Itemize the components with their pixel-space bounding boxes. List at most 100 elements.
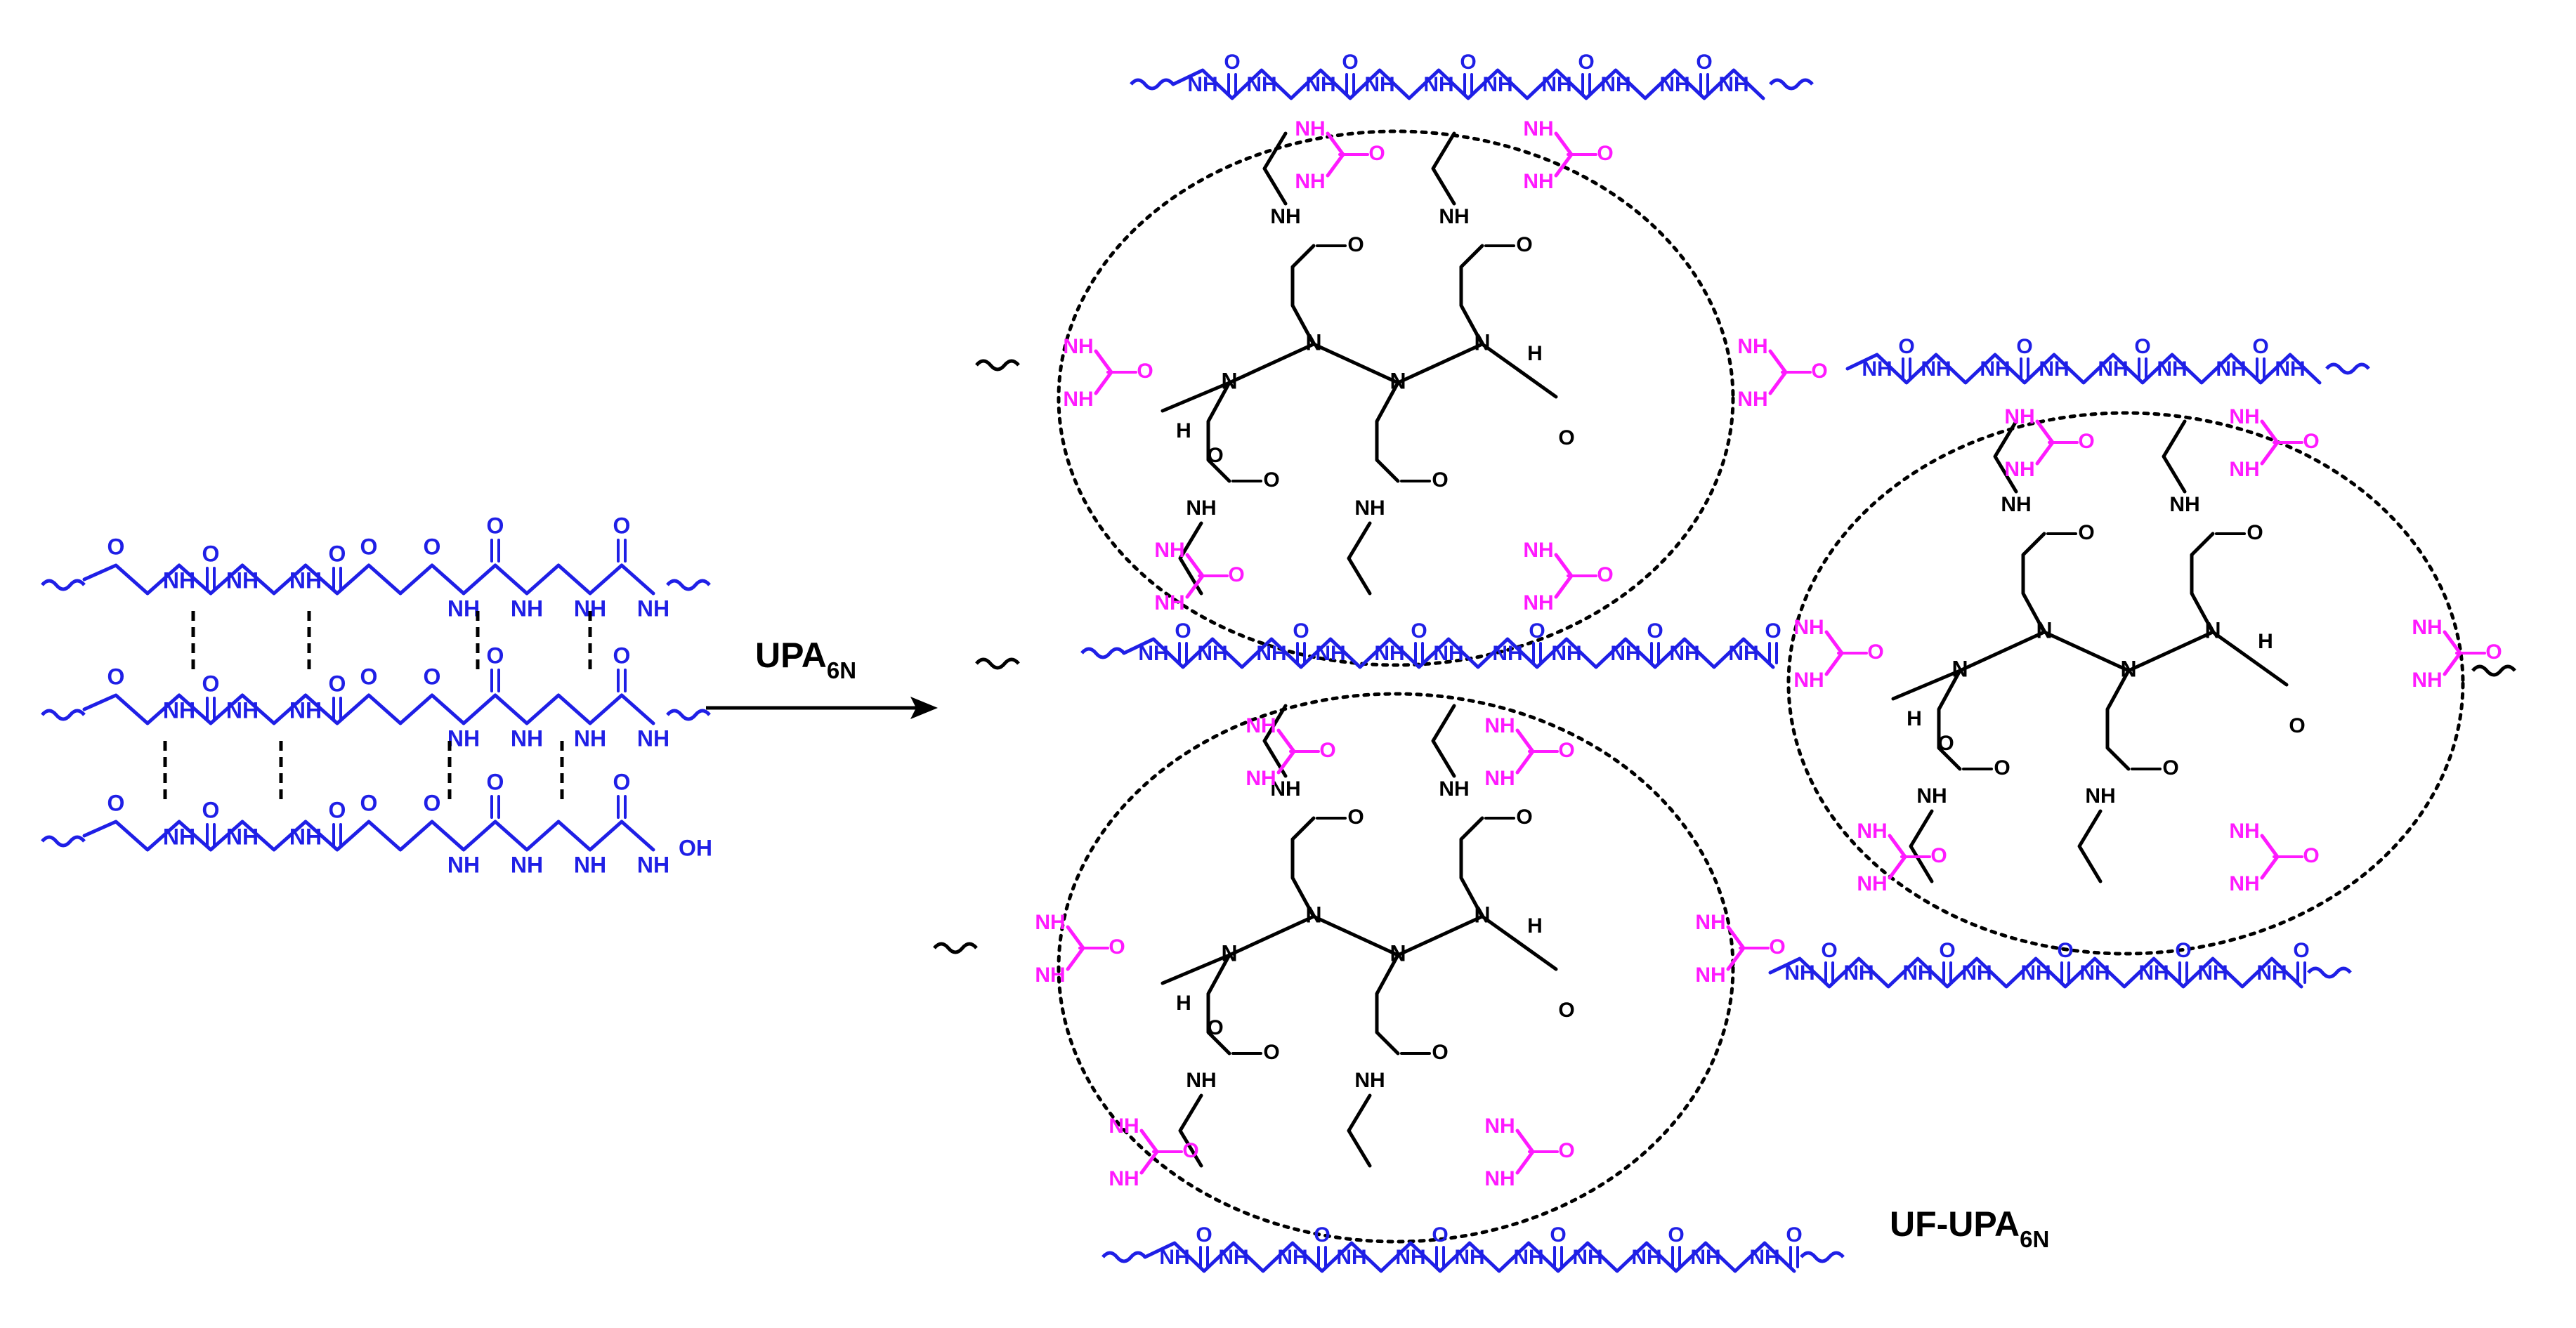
- atom-label: NH: [1659, 73, 1689, 96]
- dendrimer-arm: [1347, 521, 1372, 596]
- uf-backbone: [1845, 353, 2322, 385]
- atom-label: NH: [1749, 1246, 1779, 1269]
- atom-label: O: [2175, 939, 2191, 962]
- atom-label: NH: [637, 725, 669, 751]
- atom-label: NH: [1433, 642, 1463, 665]
- dendrimer-arm: [2105, 669, 2131, 771]
- atom-label: NH: [2039, 357, 2069, 381]
- atom-label: O: [1432, 468, 1448, 492]
- atom-label: O: [1207, 1016, 1223, 1039]
- atom-label: O: [1460, 51, 1476, 74]
- dendrimer-boundary-top: [1057, 129, 1735, 667]
- chain-end-wave: [1800, 1251, 1845, 1263]
- atom-label: NH: [1484, 1115, 1515, 1138]
- atom-label: NH: [2098, 357, 2128, 381]
- atom-label: O: [613, 769, 631, 794]
- atom-label: NH: [447, 596, 480, 621]
- atom-label: H: [1907, 707, 1922, 730]
- dendrimer-arm: [1206, 953, 1231, 1056]
- atom-label: NH: [2169, 493, 2199, 516]
- atom-label: NH: [2412, 669, 2442, 692]
- atom-label: O: [202, 797, 220, 822]
- atom-label: NH: [2001, 493, 2031, 516]
- atom-label: NH: [1737, 335, 1767, 358]
- atom-label: O: [1550, 1223, 1566, 1247]
- chain-end-wave: [41, 835, 86, 848]
- hydrogen-bonds: [163, 611, 592, 801]
- atom-label: NH: [2004, 405, 2034, 428]
- atom-label: NH: [2412, 616, 2442, 639]
- chain-end-wave: [1080, 647, 1125, 659]
- atom-label: NH: [1857, 820, 1887, 843]
- atom-label: NH: [1961, 961, 1992, 985]
- chain-end-wave: [666, 579, 711, 591]
- atom-label: O: [424, 790, 441, 815]
- atom-label: NH: [1295, 117, 1325, 140]
- atom-label: O: [1647, 619, 1663, 643]
- atom-label: NH: [1857, 872, 1887, 895]
- chain-end-wave: [975, 359, 1020, 372]
- atom-label: O: [1347, 233, 1364, 256]
- atom-label: O: [2252, 335, 2268, 358]
- atom-label: NH: [289, 697, 322, 723]
- atom-label: O: [1786, 1223, 1802, 1247]
- reaction-arrow: [706, 697, 938, 719]
- atom-label: NH: [1109, 1167, 1139, 1190]
- atom-label: O: [1516, 233, 1532, 256]
- atom-label: NH: [1551, 642, 1581, 665]
- chain-end-wave: [975, 657, 1020, 670]
- dendrimer-arm: [1178, 521, 1203, 596]
- chain-end-wave: [2471, 664, 2516, 677]
- atom-label: NH: [1354, 497, 1385, 520]
- dendrimer-arm: [2190, 532, 2215, 634]
- uf-backbone: [82, 820, 655, 852]
- atom-label: NH: [1423, 73, 1453, 96]
- product-label: UF-UPA6N: [1890, 1204, 2049, 1252]
- atom-label: NH: [1541, 73, 1571, 96]
- atom-label: NH: [2157, 357, 2187, 381]
- atom-label: O: [1597, 563, 1613, 586]
- atom-label: NH: [511, 596, 543, 621]
- atom-label: O: [1930, 844, 1947, 867]
- atom-label: O: [1263, 1041, 1279, 1064]
- atom-label: NH: [2229, 405, 2259, 428]
- dendrimer-arm: [1347, 1093, 1372, 1168]
- atom-label: O: [2016, 335, 2032, 358]
- atom-label: O: [2293, 939, 2309, 962]
- atom-label: O: [2303, 430, 2319, 453]
- chain-end-wave: [2307, 966, 2352, 979]
- atom-label: NH: [1843, 961, 1874, 985]
- dendrimer-arm: [2021, 532, 2046, 634]
- atom-label: NH: [1921, 357, 1951, 381]
- atom-label: O: [1765, 619, 1781, 643]
- atom-label: O: [202, 671, 220, 696]
- atom-label: O: [2134, 335, 2150, 358]
- uf-backbone: [82, 563, 655, 596]
- atom-label: NH: [1610, 642, 1640, 665]
- atom-label: NH: [1109, 1115, 1139, 1138]
- atom-label: NH: [2004, 458, 2034, 481]
- dendrimer-arm: [1375, 381, 1400, 483]
- atom-label: O: [424, 664, 441, 689]
- atom-label: NH: [574, 725, 606, 751]
- dendrimer-boundary-bottom: [1057, 692, 1735, 1244]
- atom-label: NH: [2079, 961, 2110, 985]
- atom-label: NH: [1277, 1246, 1307, 1269]
- atom-label: O: [1224, 51, 1240, 74]
- dendrimer-arm: [1459, 244, 1484, 346]
- atom-label: O: [1263, 468, 1279, 492]
- atom-label: NH: [163, 824, 195, 849]
- atom-label: NH: [1793, 616, 1824, 639]
- atom-label: NH: [1793, 669, 1824, 692]
- dendrimer-arm: [1290, 244, 1316, 346]
- atom-label: NH: [1305, 73, 1335, 96]
- atom-label: NH: [1154, 539, 1184, 562]
- atom-label: O: [1411, 619, 1427, 643]
- atom-label: NH: [1513, 1246, 1543, 1269]
